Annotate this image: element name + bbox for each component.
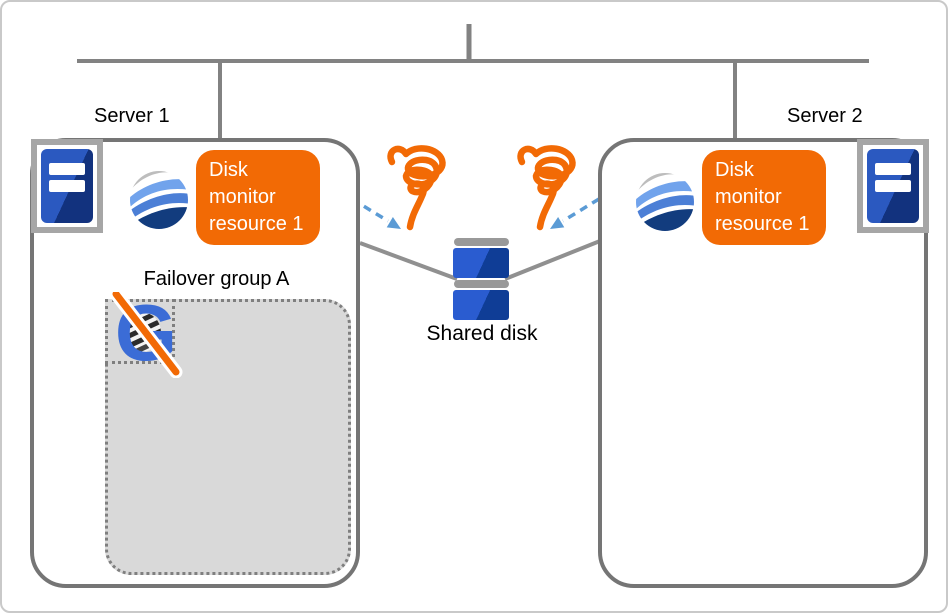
server2-tower-frame [857, 139, 929, 233]
badge-line: resource 1 [209, 213, 304, 235]
tornado-left-icon [387, 145, 446, 231]
disk-cap [454, 280, 509, 288]
badge-line: resource 1 [715, 213, 810, 235]
disk-cap [454, 238, 509, 246]
tower-slot [875, 163, 911, 175]
disk-unit [453, 290, 509, 320]
disk-unit [453, 248, 509, 278]
server2-disk-monitor-badge: Disk monitor resource 1 [702, 150, 826, 245]
tower-slot [49, 163, 85, 175]
server-tower-icon [867, 149, 919, 223]
tower-slot [875, 180, 911, 192]
server1-disk-monitor-badge: Disk monitor resource 1 [196, 150, 320, 245]
wave-globe-icon [130, 171, 188, 229]
disk-connector-right [504, 239, 601, 281]
badge-line: monitor [209, 186, 276, 208]
tornado-right-icon [517, 145, 576, 231]
badge-line: monitor [715, 186, 782, 208]
disk-connector-left [359, 241, 458, 281]
badge-line: Disk [209, 159, 248, 181]
wave-globe-icon [636, 173, 694, 231]
server1-tower-frame [31, 139, 103, 233]
tower-slot [49, 180, 85, 192]
shared-disk-label: Shared disk [426, 322, 538, 345]
badge-line: Disk [715, 159, 754, 181]
server1-title: Server 1 [94, 105, 170, 127]
failover-group-label: Failover group A [143, 268, 290, 290]
server2-title: Server 2 [787, 105, 863, 127]
server-tower-icon [41, 149, 93, 223]
slash-icon [109, 292, 183, 378]
monitor-arrow-right-icon [550, 197, 600, 229]
group-resource-stopped-icon: G [109, 292, 183, 378]
